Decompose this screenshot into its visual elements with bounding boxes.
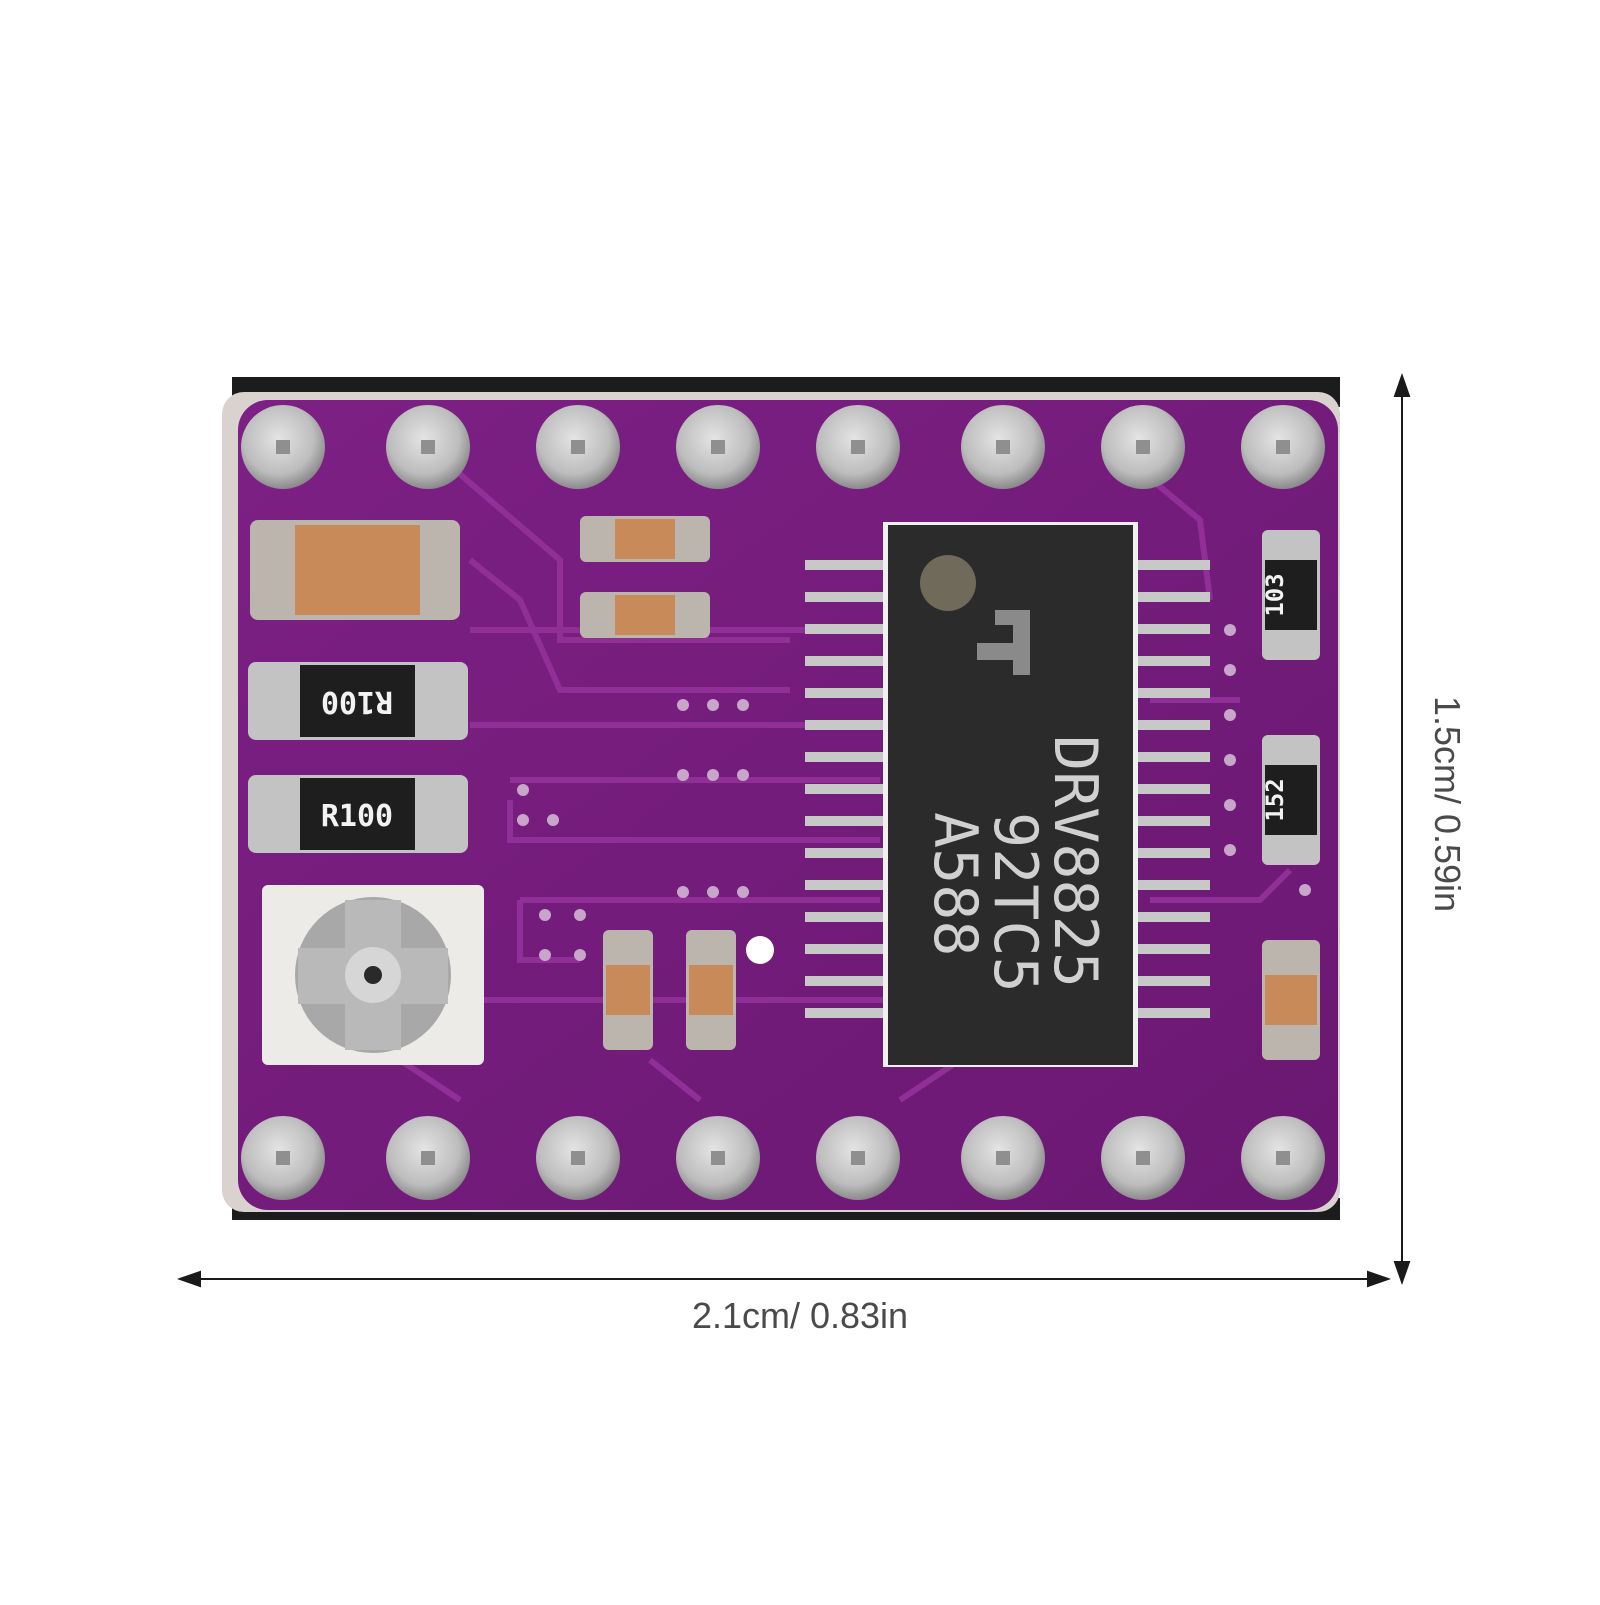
capacitor-vertical-1 <box>603 930 653 1050</box>
potentiometer <box>262 885 484 1065</box>
capacitor-small-2 <box>580 592 710 638</box>
sense-resistor-1-label: R100 <box>321 684 393 719</box>
capacitor-large <box>250 520 460 620</box>
chip-marking: DRV8825 92TC5 A588 <box>920 735 1110 993</box>
chip-marking-line-1: DRV8825 <box>1040 735 1110 988</box>
ti-logo <box>977 610 1030 675</box>
capacitor-vertical-2 <box>686 930 736 1050</box>
width-dimension-line <box>176 1270 1392 1288</box>
width-dimension-label: 2.1cm/ 0.83in <box>691 1295 909 1336</box>
resistor-middle-right-label: 152 <box>1261 778 1289 821</box>
resistor-top-right-label: 103 <box>1261 573 1289 616</box>
sense-resistor-2: R100 <box>248 775 468 853</box>
sense-resistor-1: R100 <box>248 662 468 740</box>
height-dimension-label: 1.5cm/ 0.59in <box>1427 695 1468 913</box>
mounting-hole <box>746 936 774 964</box>
vias <box>517 624 1311 961</box>
height-dimension-line <box>1393 372 1411 1286</box>
chip-marking-line-2: 92TC5 <box>980 812 1050 993</box>
sense-resistor-2-label: R100 <box>321 799 393 834</box>
pin-row-bottom <box>241 1116 1325 1200</box>
chip-legs-right <box>1130 560 1210 1018</box>
capacitor-small-1 <box>580 516 710 562</box>
resistor-middle-right: 152 <box>1261 735 1320 865</box>
chip-legs-left <box>805 560 885 1018</box>
pin1-marker <box>920 555 976 611</box>
capacitor-right <box>1262 940 1320 1060</box>
pin-row-top <box>241 405 1325 489</box>
chip-marking-line-3: A588 <box>920 812 990 957</box>
resistor-top-right: 103 <box>1261 530 1320 660</box>
